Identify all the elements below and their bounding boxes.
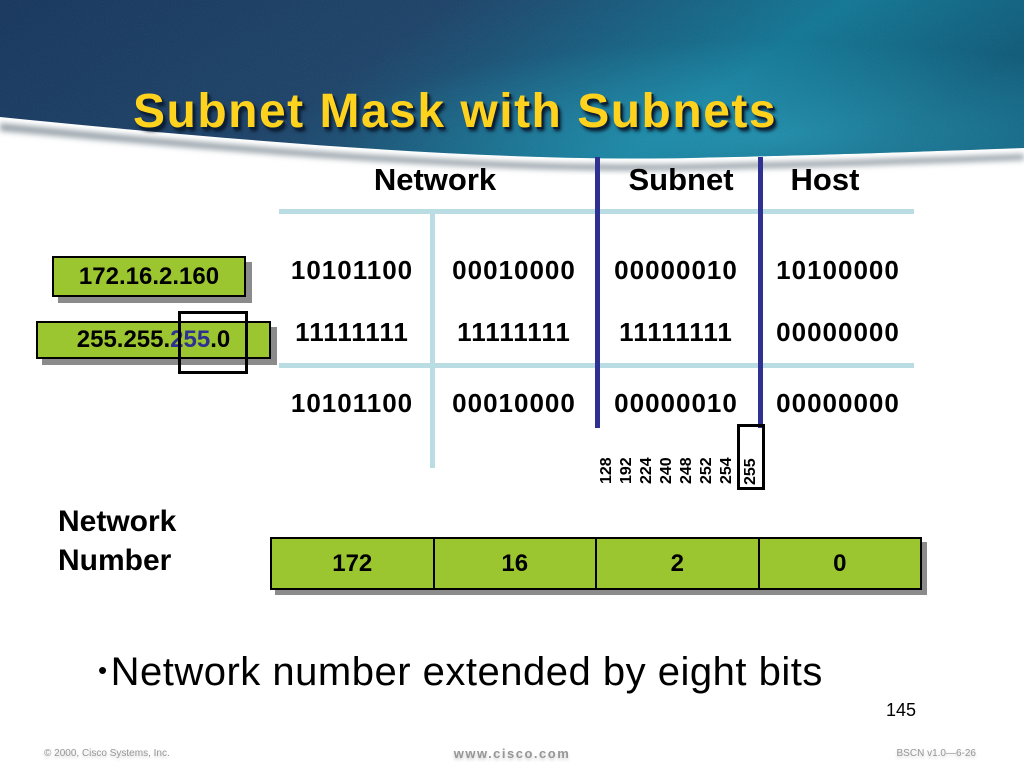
network-number-bar: 172 16 2 0 bbox=[270, 537, 922, 590]
column-header-network: Network bbox=[373, 162, 497, 197]
vertical-divider-octet1-2 bbox=[430, 214, 435, 468]
scale-value: 192 bbox=[618, 457, 635, 484]
binary-octet: 00000010 bbox=[614, 255, 738, 285]
binary-octet: 00010000 bbox=[452, 255, 576, 285]
binary-octet: 00000000 bbox=[776, 388, 900, 418]
mask-prefix: 255.255. bbox=[76, 326, 171, 353]
page-number: 145 bbox=[886, 700, 917, 720]
scale-value: 248 bbox=[678, 457, 695, 484]
footer-copyright: © 2000, Cisco Systems, Inc. bbox=[44, 748, 170, 759]
binary-octet: 11111111 bbox=[619, 317, 733, 347]
scale-value: 224 bbox=[638, 457, 655, 484]
scale-value: 254 bbox=[718, 457, 735, 484]
bullet-text: Network number extended by eight bits bbox=[110, 650, 823, 694]
binary-row-address: 10101100 00010000 00000010 10100000 bbox=[271, 255, 919, 286]
footer-doc-id: BSCN v1.0—6-26 bbox=[896, 748, 976, 759]
header-band bbox=[0, 0, 1024, 171]
binary-octet: 10100000 bbox=[776, 255, 900, 285]
mask-highlight-octet: 255 bbox=[170, 326, 211, 353]
binary-octet: 11111111 bbox=[295, 317, 409, 347]
binary-octet: 10101100 bbox=[290, 255, 414, 285]
subnet-mask-box: 255.255.255.0 bbox=[36, 321, 271, 359]
ip-address-box: 172.16.2.160 bbox=[52, 256, 246, 297]
footer: © 2000, Cisco Systems, Inc. www.cisco.co… bbox=[0, 744, 1024, 768]
mask-suffix: .0 bbox=[210, 326, 231, 353]
band-shadow bbox=[0, 123, 1024, 171]
binary-octet: 10101100 bbox=[290, 388, 414, 418]
binary-octet: 11111111 bbox=[457, 317, 571, 347]
scale-value: 255 bbox=[742, 458, 759, 485]
footer-url: www.cisco.com bbox=[453, 746, 571, 761]
network-number-octet: 2 bbox=[595, 539, 758, 588]
binary-row-result: 10101100 00010000 00000010 00000000 bbox=[271, 388, 919, 419]
page-title: Subnet Mask with Subnets bbox=[133, 85, 778, 138]
scale-value: 128 bbox=[598, 457, 615, 484]
bullet-point: •Network number extended by eight bits bbox=[98, 650, 823, 695]
binary-row-mask: 11111111 11111111 11111111 00000000 bbox=[271, 317, 919, 348]
mask-octet-highlight-rectangle bbox=[178, 311, 248, 374]
column-header-host: Host bbox=[790, 162, 860, 197]
binary-octet: 00000010 bbox=[614, 388, 738, 418]
binary-octet: 00000000 bbox=[776, 317, 900, 347]
scale-value: 240 bbox=[658, 457, 675, 484]
network-number-octet: 172 bbox=[332, 550, 373, 577]
vertical-divider-subnet-right bbox=[758, 157, 763, 428]
column-header-subnet: Subnet bbox=[628, 162, 734, 197]
subnet-scale: 128 192 224 240 248 252 254 255 bbox=[597, 424, 765, 490]
network-number-label-line1: Network bbox=[58, 505, 177, 538]
binary-octet: 00010000 bbox=[452, 388, 576, 418]
bullet-icon: • bbox=[98, 655, 108, 685]
network-number-label: Network Number bbox=[58, 502, 176, 580]
scale-value: 252 bbox=[698, 457, 715, 484]
network-number-octet: 16 bbox=[432, 539, 596, 588]
network-number-octet: 0 bbox=[757, 539, 921, 588]
scale-value-255-box: 255 bbox=[737, 424, 765, 490]
vertical-divider-subnet-left bbox=[595, 157, 600, 428]
network-number-label-line2: Number bbox=[58, 544, 172, 577]
